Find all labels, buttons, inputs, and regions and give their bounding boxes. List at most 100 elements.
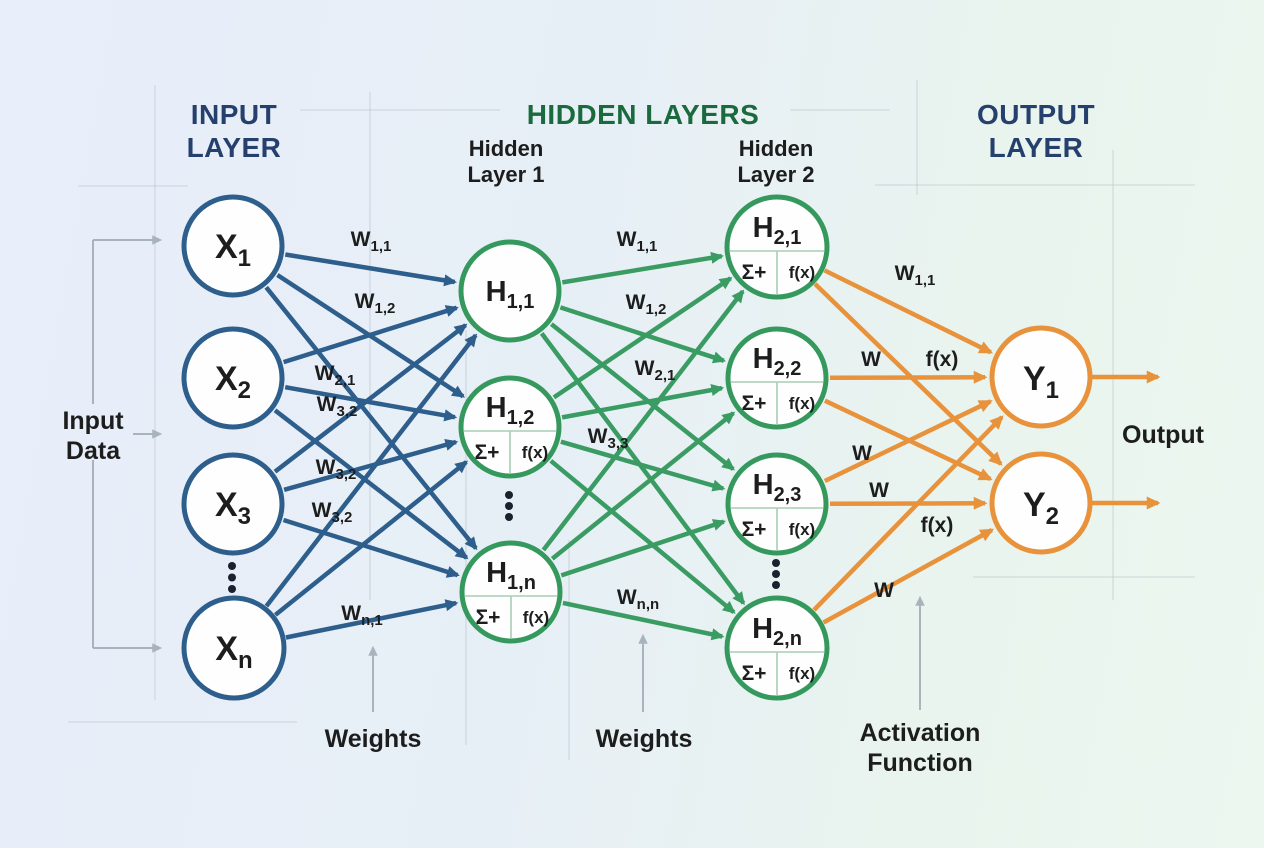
guide-annotations: [92, 235, 925, 712]
node-h12-fx-label: f(x): [522, 443, 548, 462]
node-h23-circle: [725, 452, 829, 556]
edge-xn-h12: [273, 460, 469, 617]
node-h2n-sum-label: Σ+: [742, 662, 767, 685]
edge-x2-h12: [284, 384, 458, 422]
edge-h23-y1: [823, 399, 993, 484]
output-layer-title-line1: OUTPUT: [977, 99, 1095, 130]
node-h23-sum-label: Σ+: [742, 518, 767, 541]
edge-h12-h23: [560, 439, 726, 492]
hidden-layer2-sublabel-line2: Layer 2: [737, 162, 814, 187]
weight-label: W3,3: [588, 425, 629, 452]
node-h22-sum-label: Σ+: [742, 392, 767, 415]
edge-h1n-h2n: [562, 600, 725, 641]
input-layer-title-line2: LAYER: [187, 132, 282, 163]
node-h1n-sum-label: Σ+: [476, 606, 501, 629]
node-x2-label: X2: [215, 360, 251, 404]
node-h12: H1,2 Σ+ f(x): [458, 375, 562, 479]
node-xn-label: Xn: [215, 630, 252, 674]
edge-h1n-h22: [550, 411, 736, 561]
node-x1-circle: [181, 194, 285, 298]
captions: Input Data Weights Weights Activation Fu…: [62, 407, 1204, 777]
node-y2: Y2: [989, 451, 1093, 555]
node-h22-fx-label: f(x): [789, 394, 815, 413]
edge-x1-h11: [284, 252, 458, 287]
node-h22: H2,2 Σ+ f(x): [725, 326, 829, 430]
edge-h2n-y2: [822, 528, 995, 625]
node-h23: H2,3 Σ+ f(x): [725, 452, 829, 556]
connections-input-to-hidden1: [264, 252, 478, 640]
node-y2-circle: [989, 451, 1093, 555]
output-caption: Output: [1122, 421, 1205, 449]
edge-xn-h1n: [285, 599, 459, 640]
weight-label: W3,2: [316, 456, 357, 483]
node-h12-label: H1,2: [486, 392, 535, 429]
node-h2n: H2,n Σ+ f(x): [724, 595, 830, 701]
weight-label: Wn,1: [341, 602, 383, 629]
edge-h21-y1: [823, 268, 994, 355]
edge-h11-h21: [561, 251, 725, 285]
edge-h12-h2n: [549, 459, 736, 615]
input-ellipsis-dots: [228, 562, 236, 593]
weight-label: W1,1: [617, 228, 658, 255]
input-data-caption-line1: Input: [62, 407, 124, 435]
edge-x3-h11: [273, 323, 468, 474]
node-h22-circle: [725, 326, 829, 430]
weight-label: W3,2: [312, 499, 353, 526]
node-h2n-circle: [724, 595, 830, 701]
edge-h11-h2n: [539, 332, 746, 606]
hidden-layer2-sublabel-line1: Hidden: [739, 136, 814, 161]
edge-x1-h1n: [264, 285, 478, 551]
edge-h11-h23: [549, 322, 736, 471]
weight-label: W: [861, 348, 881, 371]
weight-label: W: [852, 442, 872, 465]
edge-h2n-y1: [812, 415, 1004, 612]
edge-x3-h12: [283, 438, 459, 492]
node-y1-circle: [989, 325, 1093, 429]
edge-h23-y2: [829, 496, 988, 510]
node-h1n: H1,n Σ+ f(x): [459, 540, 563, 644]
weights-caption-hidden: Weights: [596, 725, 693, 753]
node-xn: Xn: [181, 595, 287, 701]
node-y1-label: Y1: [1023, 360, 1059, 404]
node-h1n-label: H1,n: [486, 557, 536, 594]
fx-label: f(x): [926, 348, 959, 371]
weight-label: W1,2: [626, 291, 667, 318]
hidden2-ellipsis-dots: [772, 559, 780, 589]
node-h21-fx-label: f(x): [789, 263, 815, 282]
input-layer-title-line1: INPUT: [191, 99, 278, 130]
edge-x2-h1n: [273, 408, 469, 560]
weight-label: W: [874, 579, 894, 602]
hidden-layer1-sublabel-line1: Hidden: [469, 136, 544, 161]
node-y2-label: Y2: [1023, 486, 1059, 530]
weight-labels-hidden1-hidden2: W1,1 W1,2 W2,1 W3,3 Wn,n: [588, 228, 676, 613]
node-h22-label: H2,2: [753, 343, 802, 380]
activation-caption-line2: Function: [867, 749, 973, 777]
hidden-layers-title: HIDDEN LAYERS: [527, 99, 760, 130]
node-xn-circle: [181, 595, 287, 701]
node-x3-label: X3: [215, 486, 251, 530]
hidden1-ellipsis-dots: [505, 491, 513, 521]
node-y1: Y1: [989, 325, 1093, 429]
output-layer-nodes: Y1 Y2: [989, 325, 1093, 555]
node-x3: X3: [181, 452, 285, 556]
weight-label: W: [869, 479, 889, 502]
edge-h1n-h21: [541, 289, 745, 552]
activation-caption-line1: Activation: [860, 719, 981, 747]
node-h23-label: H2,3: [753, 469, 802, 506]
node-h21-label: H2,1: [753, 212, 802, 249]
node-h1n-fx-label: f(x): [523, 608, 549, 627]
input-data-caption-line2: Data: [66, 437, 121, 465]
weight-label: W2,1: [635, 357, 676, 384]
edge-x2-h11: [282, 305, 459, 365]
weight-label: W3,2: [317, 393, 358, 420]
connections-hidden1-to-hidden2: [539, 251, 746, 641]
node-h11-circle: [458, 239, 562, 343]
edge-h21-y2: [813, 282, 1003, 466]
weights-caption-input: Weights: [325, 725, 422, 753]
fx-label: f(x): [921, 514, 954, 537]
edge-h12-h22: [561, 384, 725, 420]
edge-x3-h1n: [282, 517, 460, 578]
hidden-layer1-sublabel-line2: Layer 1: [467, 162, 544, 187]
